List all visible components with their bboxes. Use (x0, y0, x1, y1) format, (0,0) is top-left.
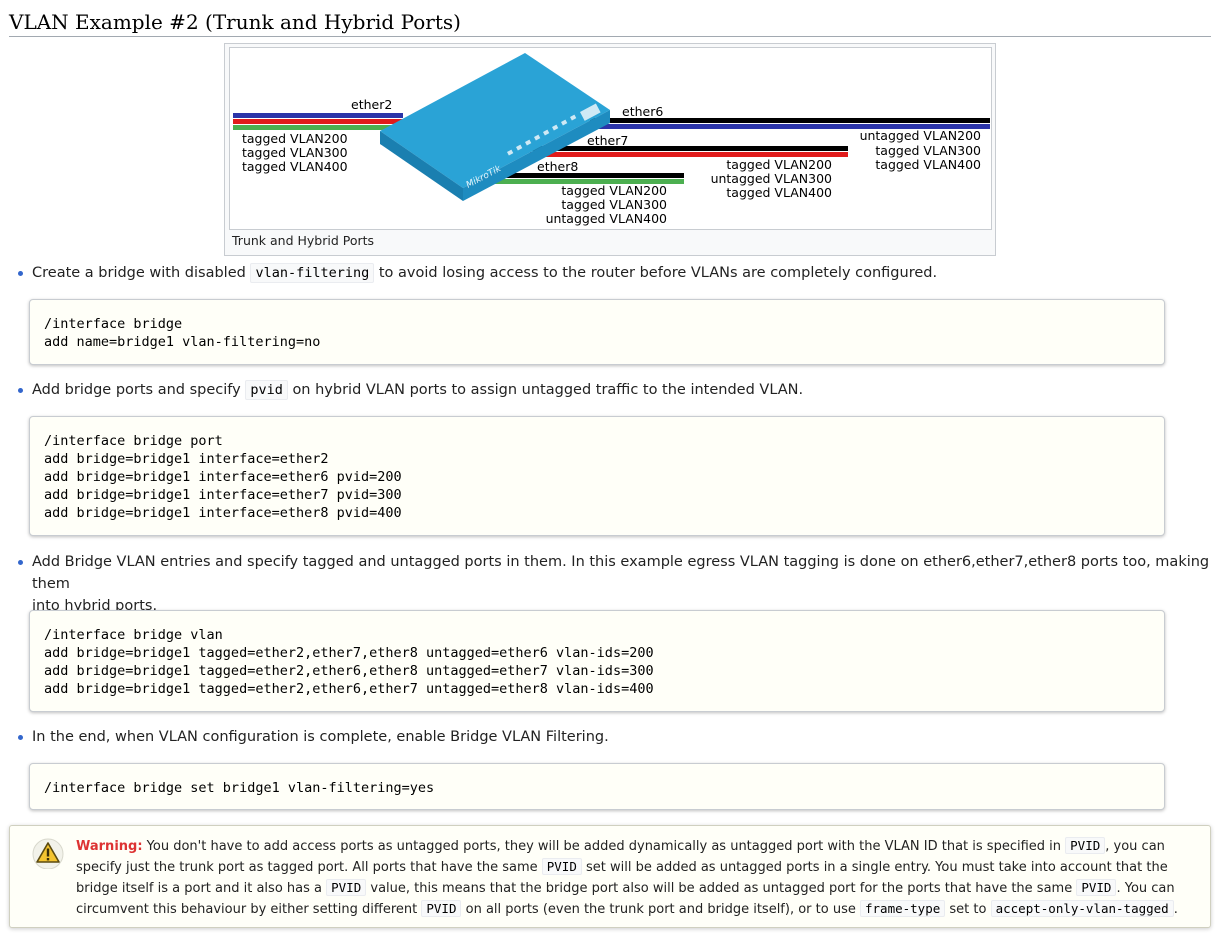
ether8-line-2: tagged VLAN300 (561, 197, 667, 212)
ether7-line-1: tagged VLAN200 (726, 157, 832, 172)
ether7-cable-untagged (530, 146, 848, 151)
step-1-text: Create a bridge with disabled vlan-filte… (18, 262, 937, 284)
code-line: add bridge=bridge1 interface=ether2 (44, 451, 329, 467)
warning-box: Warning: You don't have to add access po… (9, 825, 1211, 928)
code-line: add bridge=bridge1 interface=ether6 pvid… (44, 469, 402, 485)
warning-code: PVID (326, 879, 367, 896)
step-4-text: In the end, when VLAN configuration is c… (18, 726, 609, 748)
warning-code: PVID (421, 900, 462, 917)
warning-text-part: set to (949, 902, 987, 917)
warning-text-part: set will be added as untagged ports in a… (76, 860, 1168, 896)
ether6-cable-vlan200 (590, 124, 990, 129)
diagram-figure: MikroTik ether2 tagged VLAN200 tagged VL… (224, 43, 996, 256)
step-4-line: In the end, when VLAN configuration is c… (32, 729, 609, 745)
ether6-label: ether6 (622, 104, 663, 119)
code-line: add name=bridge1 vlan-filtering=no (44, 334, 321, 350)
warning-text-part: . You can circumvent this behaviour by e… (76, 881, 1175, 917)
warning-label: Warning: (76, 839, 143, 854)
ether6-line-1: untagged VLAN200 (860, 128, 981, 143)
bullet-dot (18, 271, 23, 276)
warning-text-part: on all ports (even the trunk port and br… (465, 902, 856, 917)
code-line: /interface bridge port (44, 433, 223, 449)
diagram-image: MikroTik ether2 tagged VLAN200 tagged VL… (229, 47, 992, 230)
code-line: /interface bridge (44, 316, 183, 332)
bullet-dot (18, 735, 23, 740)
code-line: add bridge=bridge1 interface=ether8 pvid… (44, 505, 402, 521)
page-title: VLAN Example #2 (Trunk and Hybrid Ports) (9, 9, 1211, 37)
warning-text-part: You don't have to add access ports as un… (146, 839, 1062, 854)
code-line: add bridge=bridge1 tagged=ether2,ether7,… (44, 645, 654, 661)
warning-text-part: . (1173, 902, 1178, 917)
warning-code: PVID (1065, 837, 1106, 854)
ether8-line-3: untagged VLAN400 (546, 211, 667, 226)
step-2-inline-code: pvid (245, 380, 288, 400)
ether2-cable-vlan200 (233, 113, 403, 118)
code-line: add bridge=bridge1 interface=ether7 pvid… (44, 487, 402, 503)
step-1-text-before: Create a bridge with disabled (32, 265, 246, 281)
ether6-line-3: tagged VLAN400 (875, 157, 981, 172)
step-2-text-before: Add bridge ports and specify (32, 382, 241, 398)
ether6-line-2: tagged VLAN300 (875, 143, 981, 158)
ether7-label: ether7 (587, 133, 628, 148)
step-3-line-1: Add Bridge VLAN entries and specify tagg… (32, 554, 1210, 592)
ether7-line-2: untagged VLAN300 (711, 171, 832, 186)
ether7-line-3: tagged VLAN400 (726, 185, 832, 200)
code-block-1[interactable]: /interface bridge add name=bridge1 vlan-f… (29, 299, 1165, 365)
ether2-cable-vlan300 (233, 119, 403, 124)
step-1-text-after: to avoid losing access to the router bef… (378, 265, 938, 281)
vlan-diagram: MikroTik ether2 tagged VLAN200 tagged VL… (233, 53, 990, 226)
router-device: MikroTik (380, 53, 610, 201)
ether8-label: ether8 (537, 159, 578, 174)
warning-code: frame-type (860, 900, 946, 917)
bullet-dot (18, 560, 23, 565)
figure-caption: Trunk and Hybrid Ports (232, 233, 375, 248)
code-line: /interface bridge vlan (44, 627, 223, 643)
warning-code: PVID (541, 858, 582, 875)
ether2-cable-vlan400 (233, 125, 403, 130)
warning-code: accept-only-vlan-tagged (990, 900, 1174, 917)
warning-text-part: , you can specify just the trunk port as… (76, 839, 1165, 875)
code-line: add bridge=bridge1 tagged=ether2,ether6,… (44, 681, 654, 697)
ether2-line-1: tagged VLAN200 (242, 131, 348, 146)
warning-text: Warning: You don't have to add access po… (76, 836, 1202, 920)
ether8-cable-untagged (470, 173, 684, 178)
ether7-cable-vlan300 (530, 152, 848, 157)
ether6-cable-untagged (590, 118, 990, 123)
ether2-line-2: tagged VLAN300 (242, 145, 348, 160)
warning-text-part: value, this means that the bridge port a… (370, 881, 1073, 896)
step-2-text: Add bridge ports and specify pvid on hyb… (18, 379, 803, 401)
bullet-dot (18, 388, 23, 393)
step-2-text-after: on hybrid VLAN ports to assign untagged … (292, 382, 804, 398)
ether8-cable-vlan400 (470, 179, 684, 184)
step-1-inline-code: vlan-filtering (250, 263, 375, 283)
ether2-line-3: tagged VLAN400 (242, 159, 348, 174)
code-line: /interface bridge set bridge1 vlan-filte… (44, 780, 435, 796)
warning-code: PVID (1076, 879, 1117, 896)
ether2-label: ether2 (351, 97, 392, 112)
warning-triangle-icon (31, 837, 65, 873)
ether8-line-1: tagged VLAN200 (561, 183, 667, 198)
code-block-2[interactable]: /interface bridge port add bridge=bridge1… (29, 416, 1165, 536)
step-3-text: Add Bridge VLAN entries and specify tagg… (18, 551, 1213, 617)
code-line: add bridge=bridge1 tagged=ether2,ether6,… (44, 663, 654, 679)
code-block-3[interactable]: /interface bridge vlan add bridge=bridge1… (29, 610, 1165, 712)
code-block-4[interactable]: /interface bridge set bridge1 vlan-filte… (29, 763, 1165, 810)
